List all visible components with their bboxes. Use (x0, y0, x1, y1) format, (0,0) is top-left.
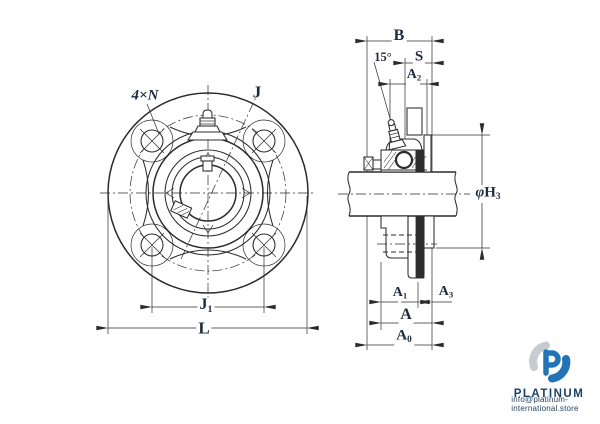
bearing-ball (394, 150, 414, 170)
bolt-hole-top-left (139, 128, 165, 154)
bolt-hole-top-right (251, 128, 277, 154)
label-angle-15: 15° (374, 49, 392, 64)
label-a: A (398, 306, 414, 323)
dimension-j1 (140, 247, 276, 313)
label-bolt-circle-j: J (252, 82, 262, 102)
housing-upper (363, 107, 432, 173)
bolt-count-leader (146, 103, 160, 135)
front-view (96, 85, 319, 334)
housing-lower (377, 215, 437, 279)
label-l: L (196, 318, 212, 338)
seat-circle (164, 149, 252, 237)
set-screw-lower-left (170, 200, 193, 219)
shaft (338, 171, 470, 217)
flange-boss-upper (423, 134, 432, 173)
logo-gray-swirl (529, 341, 550, 371)
flange-boss-lower (423, 215, 435, 249)
flange-contour-right (267, 159, 274, 227)
bolt-boss-top-left (130, 119, 174, 163)
label-h3: φH3 (473, 184, 503, 203)
flange-contour-bottom (169, 249, 247, 260)
brand-email: info@platinum-international.store (511, 395, 579, 413)
flange-outer-circle (107, 92, 309, 294)
side-view (338, 36, 490, 350)
label-a2: A2 (406, 66, 422, 83)
label-s: S (412, 48, 426, 65)
side-fitting (363, 156, 382, 171)
logo-p-glyph (543, 349, 561, 376)
flange-contour-left (142, 159, 149, 227)
bolt-boss-top-right (242, 119, 286, 163)
set-screw-top (200, 155, 215, 172)
grease-nipple-side (387, 119, 407, 151)
label-a1: A1 (392, 284, 408, 301)
label-b: B (391, 27, 407, 44)
label-j1: J1 (197, 296, 215, 315)
shaft-break-left (347, 171, 351, 217)
bolt-hole-bottom-left (139, 232, 165, 258)
grease-nipple-front (187, 109, 228, 141)
label-a3: A3 (438, 283, 454, 300)
logo-blue-swirl (548, 355, 571, 383)
dimension-h3 (431, 123, 490, 260)
platinum-logo-mark (529, 341, 571, 383)
flange-tab (406, 107, 423, 136)
dimension-l (96, 196, 319, 334)
spigot-outline (407, 216, 425, 279)
brand-wordmark: PLATINUM (513, 388, 585, 400)
label-bolt-count: 4×N (131, 87, 159, 104)
label-a0: A0 (394, 327, 414, 346)
bolt-circle-diagonal-leader (180, 94, 258, 260)
